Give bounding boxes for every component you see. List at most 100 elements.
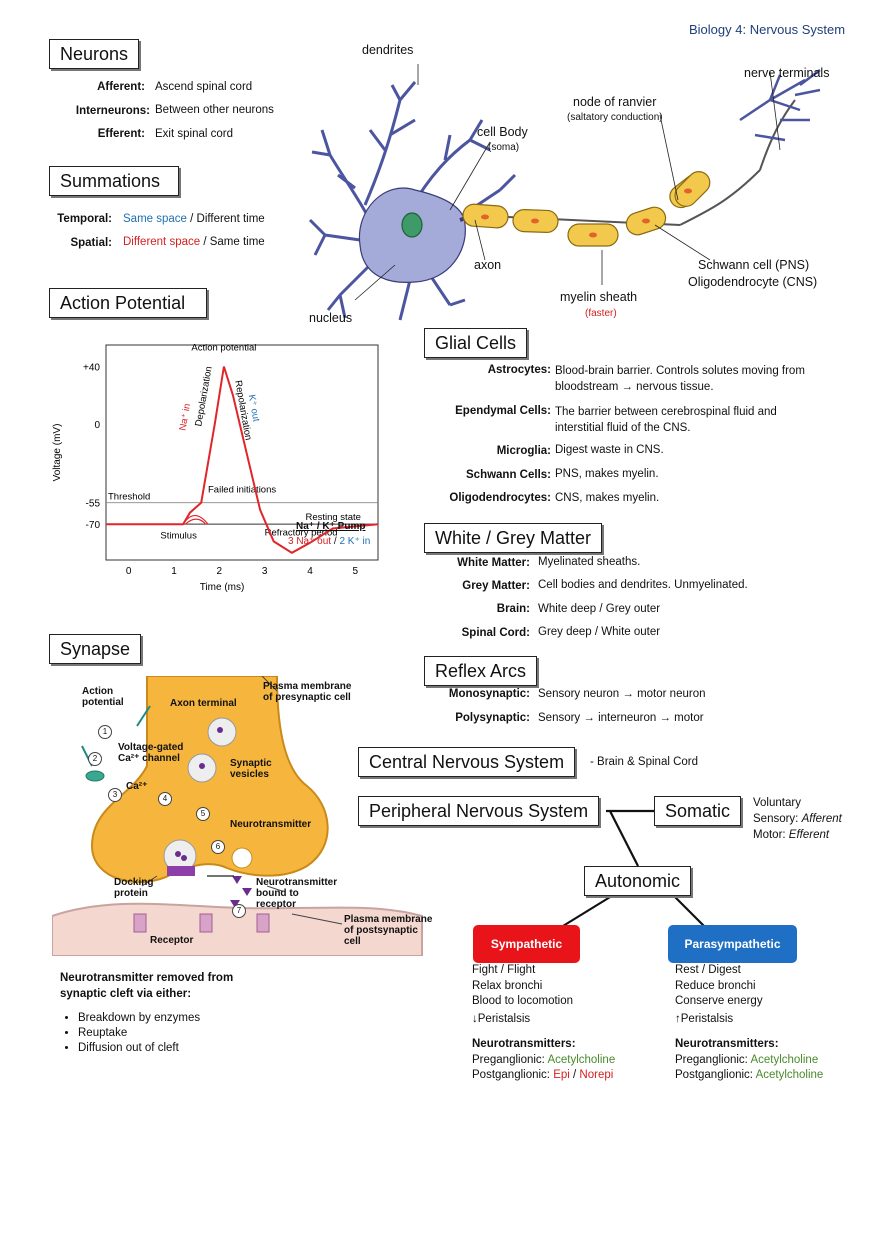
somatic-heading: Somatic bbox=[654, 796, 742, 826]
astrocytes-text: Blood-brain barrier. Controls solutes mo… bbox=[555, 365, 805, 393]
synapse-diagram bbox=[52, 676, 423, 956]
temporal-a: Same space bbox=[123, 213, 187, 225]
sympathetic-nt-title: Neurotransmitters: bbox=[472, 1038, 576, 1050]
sympathetic-item: Relax bronchi bbox=[472, 979, 543, 992]
schwann-label: Schwann cell (PNS) bbox=[698, 258, 810, 272]
parasympathetic-pre: Preganglionic: Acetylcholine bbox=[675, 1053, 823, 1069]
microglia-text: Digest waste in CNS. bbox=[555, 444, 664, 456]
white-matter-label: White Matter: bbox=[457, 557, 530, 569]
cell-body-label: cell Body bbox=[477, 125, 528, 139]
spatial-text: Different space / Same time bbox=[123, 236, 265, 248]
parasympathetic-item: ↑Peristalsis bbox=[675, 1012, 734, 1025]
action-potential-heading: Action Potential bbox=[49, 288, 207, 318]
page-title: Biology 4: Nervous System bbox=[689, 22, 846, 37]
sympathetic-pre-value: Acetylcholine bbox=[547, 1053, 616, 1066]
step-badge: 7 bbox=[232, 904, 246, 918]
sympathetic-item: ↓Peristalsis bbox=[472, 1012, 531, 1025]
syn-receptor-label: Receptor bbox=[150, 935, 194, 946]
afferent-label: Afferent: bbox=[97, 81, 145, 93]
sympathetic-pre-label: Preganglionic: bbox=[472, 1053, 548, 1066]
removal-item: Diffusion out of cleft bbox=[78, 1042, 200, 1054]
syn-nt-label: Neurotransmitter bbox=[230, 819, 312, 830]
oligodendrocytes-label: Oligodendrocytes: bbox=[449, 492, 551, 504]
removal-item: Breakdown by enzymes bbox=[78, 1012, 200, 1024]
brain-text: White deep / Grey outer bbox=[538, 603, 661, 615]
dendrites-label: dendrites bbox=[362, 43, 414, 57]
syn-ca-channel-label: Voltage-gated Ca²⁺ channel bbox=[118, 742, 184, 764]
neurons-heading: Neurons bbox=[49, 39, 140, 69]
microglia-label: Microglia: bbox=[496, 445, 551, 457]
pump-sep: / bbox=[331, 536, 340, 547]
syn-terminal-label: Axon terminal bbox=[170, 698, 237, 709]
ap-y-tick-label: -55 bbox=[86, 499, 101, 510]
parasympathetic-list: Rest / Digest Reduce bronchi Conserve en… bbox=[675, 963, 823, 1084]
nerve-terminals-label: nerve terminals bbox=[744, 66, 830, 80]
polysynaptic-text: Sensory → interneuron → motor bbox=[538, 712, 704, 724]
spatial-label: Spatial: bbox=[70, 237, 112, 249]
ap-x-tick-label: 2 bbox=[217, 566, 223, 577]
parasympathetic-post-label: Postganglionic: bbox=[675, 1069, 756, 1081]
ap-annotation-label: Na⁺ in bbox=[177, 403, 193, 432]
ap-annotation-label: Threshold bbox=[108, 492, 150, 503]
pump-na: 3 Na⁺ out bbox=[288, 536, 332, 547]
ap-plot-frame bbox=[105, 344, 379, 561]
sympathetic-post-norepi: Norepi bbox=[579, 1069, 614, 1081]
spinal-cord-label: Spinal Cord: bbox=[461, 627, 530, 639]
afferent-text: Ascend spinal cord bbox=[155, 81, 253, 93]
temporal-b: / Different time bbox=[186, 213, 265, 225]
ap-failed-curve bbox=[184, 518, 207, 525]
parasympathetic-pre-value: Acetylcholine bbox=[750, 1053, 819, 1066]
spinal-cord-text: Grey deep / White outer bbox=[538, 626, 661, 638]
removed-title: Neurotransmitter removed from synaptic c… bbox=[60, 972, 234, 1000]
efferent-text: Exit spinal cord bbox=[155, 128, 233, 140]
pump-k: 2 K⁺ in bbox=[339, 536, 371, 547]
step-badge: 3 bbox=[108, 788, 122, 802]
ap-series-line bbox=[106, 366, 379, 554]
ependymal-text: The barrier between cerebrospinal fluid … bbox=[555, 406, 777, 434]
pump-title: Na⁺ / K⁺ Pump bbox=[296, 521, 366, 532]
summations-heading: Summations bbox=[49, 166, 179, 196]
autonomic-heading: Autonomic bbox=[584, 866, 692, 896]
faster-label: (faster) bbox=[585, 308, 617, 319]
monosynaptic-text: Sensory neuron → motor neuron bbox=[538, 688, 706, 700]
step-badge: 4 bbox=[158, 792, 172, 806]
sympathetic-badge: Sympathetic bbox=[473, 925, 580, 963]
somatic-voluntary: Voluntary bbox=[753, 797, 801, 809]
step-badge: 2 bbox=[88, 752, 102, 766]
somatic-motor-value: Efferent bbox=[788, 829, 830, 841]
syn-ap-label: Action potential bbox=[82, 686, 124, 708]
ap-y-axis-label: Voltage (mV) bbox=[52, 424, 63, 482]
parasympathetic-post-value: Acetylcholine bbox=[755, 1069, 824, 1081]
axon-label: axon bbox=[474, 258, 502, 272]
brain-label: Brain: bbox=[496, 603, 530, 615]
astrocytes-label: Astrocytes: bbox=[487, 364, 551, 376]
parasympathetic-item: Conserve energy bbox=[675, 995, 763, 1007]
removal-list: Breakdown by enzymes Reuptake Diffusion … bbox=[62, 1012, 200, 1057]
somatic-motor-label: Motor: bbox=[753, 829, 789, 841]
ap-x-tick-label: 0 bbox=[126, 566, 132, 577]
ap-annotation-label: Action potential bbox=[191, 343, 256, 354]
sympathetic-item: Fight / Flight bbox=[472, 964, 536, 976]
temporal-label: Temporal: bbox=[57, 213, 112, 225]
ap-annotation-label: Refractory period bbox=[265, 528, 338, 539]
spatial-b: / Same time bbox=[200, 236, 265, 248]
somatic-sensory: Sensory: Afferent bbox=[753, 813, 842, 825]
ap-x-tick-label: 3 bbox=[262, 566, 268, 577]
interneurons-text: Between other neurons bbox=[155, 104, 274, 116]
sympathetic-post-sep: / bbox=[569, 1069, 580, 1081]
myelin-label: myelin sheath bbox=[560, 290, 638, 304]
pump-text: 3 Na⁺ out / 2 K⁺ in bbox=[288, 536, 370, 547]
step-badge: 5 bbox=[196, 807, 210, 821]
sympathetic-post-epi: Epi bbox=[553, 1069, 570, 1081]
glial-heading: Glial Cells bbox=[424, 328, 528, 358]
parasympathetic-post: Postganglionic: Acetylcholine bbox=[675, 1068, 823, 1084]
ap-x-tick-label: 1 bbox=[171, 566, 177, 577]
step-badge: 6 bbox=[211, 840, 225, 854]
somatic-sensory-label: Sensory: bbox=[753, 813, 802, 825]
spatial-a: Different space bbox=[123, 236, 201, 248]
ap-y-tick-label: +40 bbox=[83, 363, 100, 374]
grey-matter-text: Cell bodies and dendrites. Unmyelinated. bbox=[538, 579, 748, 591]
